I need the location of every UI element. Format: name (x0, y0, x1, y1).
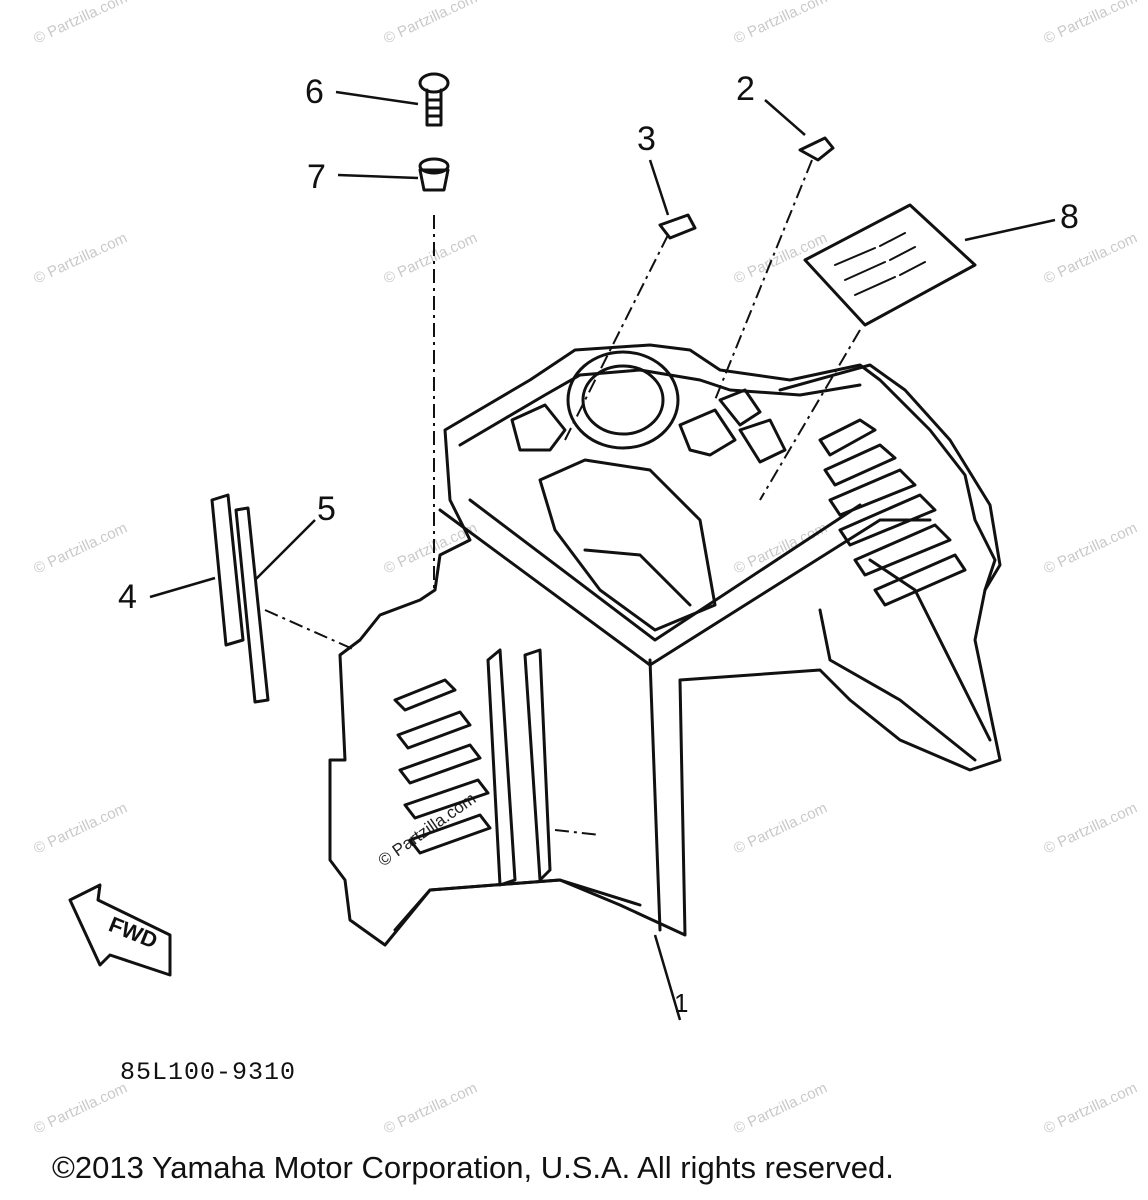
top-panel-opening-inner (583, 548, 692, 607)
top-panel-pad-left (510, 403, 567, 452)
right-side-panel (778, 363, 1002, 592)
right-vent-6 (873, 553, 967, 607)
top-panel-pad-right-a (678, 408, 737, 457)
part-8-label (803, 203, 977, 327)
right-vent-1 (818, 418, 877, 457)
part-5-strip (234, 506, 270, 704)
assembly-line-2 (714, 159, 813, 401)
part-2-clip (798, 136, 835, 162)
front-lower-line (393, 878, 642, 932)
front-panel-outline (328, 343, 1002, 947)
right-vent-3 (828, 468, 917, 517)
callout-8: 8 (1060, 198, 1079, 236)
front-panel-inner-edge (648, 658, 662, 932)
assembly-line-front (554, 829, 601, 836)
right-vent-5 (853, 523, 952, 577)
leader-6 (335, 90, 419, 106)
right-skirt (868, 558, 992, 742)
top-panel-pad-right-b (718, 388, 762, 427)
left-vent-1 (393, 678, 457, 712)
key-switch-ring (566, 350, 680, 450)
part-4-strip (210, 493, 245, 647)
right-vent-2 (823, 443, 897, 487)
part-6-screw-head (418, 72, 450, 94)
part-code: 85L100-9310 (120, 1058, 297, 1087)
leader-1 (653, 934, 682, 1021)
key-switch-hole (581, 364, 665, 436)
front-panel-ridge-inner (468, 498, 862, 642)
leader-2 (764, 99, 806, 136)
part-8-label-text-3 (854, 261, 926, 296)
callout-2: 2 (736, 70, 755, 108)
leader-5 (254, 519, 316, 581)
part-6-screw-thread (425, 98, 443, 118)
callout-7: 7 (307, 158, 326, 196)
front-vent-strip (486, 648, 517, 887)
callout-4: 4 (118, 578, 137, 616)
left-vent-4 (403, 778, 490, 820)
assembly-line-3 (564, 234, 669, 441)
top-panel-pad-bottom (738, 418, 787, 464)
part-7-grommet-top (418, 157, 450, 175)
callout-1: 1 (674, 988, 689, 1018)
assembly-line-5 (264, 609, 356, 651)
leader-4 (149, 576, 216, 599)
left-vent-3 (398, 743, 482, 785)
leader-8 (964, 218, 1056, 242)
leader-7 (337, 173, 419, 180)
top-panel-opening (538, 458, 717, 632)
left-vent-2 (396, 710, 472, 750)
part-7-grommet (418, 168, 450, 192)
right-vent-4 (838, 493, 937, 547)
leader-3 (648, 159, 670, 216)
front-panel-ridge (438, 508, 932, 667)
fwd-arrow (68, 883, 172, 977)
right-skirt-inner (818, 608, 977, 762)
part-8-label-text-2 (844, 246, 916, 281)
callout-3: 3 (637, 120, 656, 158)
front-vent-strip-b (523, 648, 552, 882)
left-vent-5 (408, 813, 492, 855)
copyright-notice: ©2013 Yamaha Motor Corporation, U.S.A. A… (52, 1150, 894, 1185)
part-3-clip (658, 213, 697, 240)
callout-5: 5 (317, 490, 336, 528)
callout-6: 6 (305, 73, 324, 111)
part-8-label-text-1 (834, 232, 906, 266)
assembly-line-8 (759, 329, 861, 501)
